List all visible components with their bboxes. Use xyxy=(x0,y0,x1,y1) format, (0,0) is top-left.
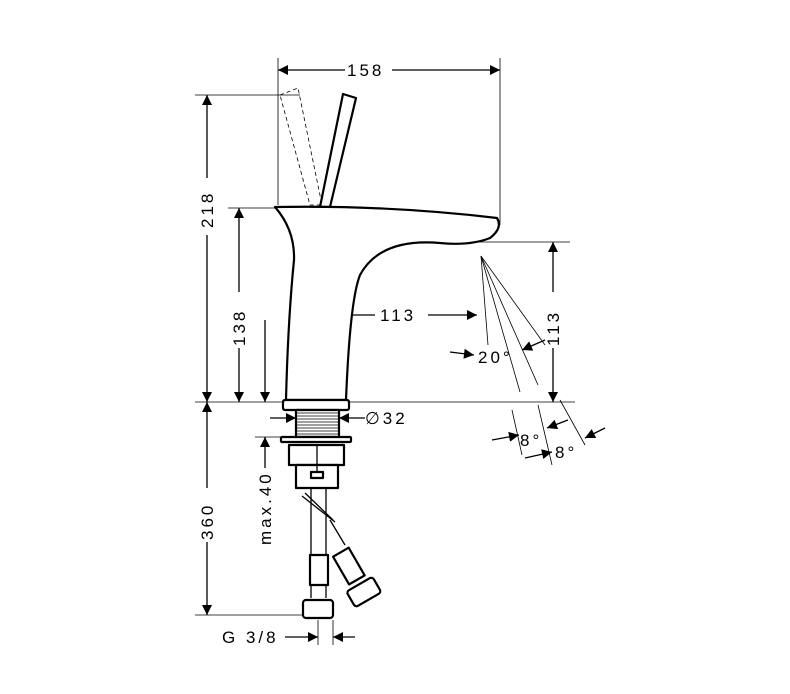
dimension-lines xyxy=(202,65,606,642)
mounting-hardware xyxy=(279,398,382,620)
label-reach-113: 113 xyxy=(380,306,416,325)
label-height-218: 218 xyxy=(198,191,217,228)
label-spout-height-138: 138 xyxy=(230,309,249,346)
label-angle-a: 8° xyxy=(520,431,542,450)
label-clearance-113: 113 xyxy=(544,310,563,346)
label-shank-diameter: ∅32 xyxy=(365,409,408,428)
label-below-360: 360 xyxy=(198,503,217,540)
label-connection: G 3/8 xyxy=(222,628,279,647)
dimension-labels: 158 218 138 113 113 20° 8° 8° ∅32 360 ma… xyxy=(198,61,577,647)
label-angle-b: 8° xyxy=(555,443,577,462)
lever-handle xyxy=(279,87,358,209)
extension-lines xyxy=(195,58,575,645)
label-spray-angle: 20° xyxy=(478,348,513,367)
faucet-body xyxy=(273,205,500,402)
label-max-40: max.40 xyxy=(256,471,275,545)
spray-lines xyxy=(480,255,586,466)
label-width-158: 158 xyxy=(347,61,384,80)
